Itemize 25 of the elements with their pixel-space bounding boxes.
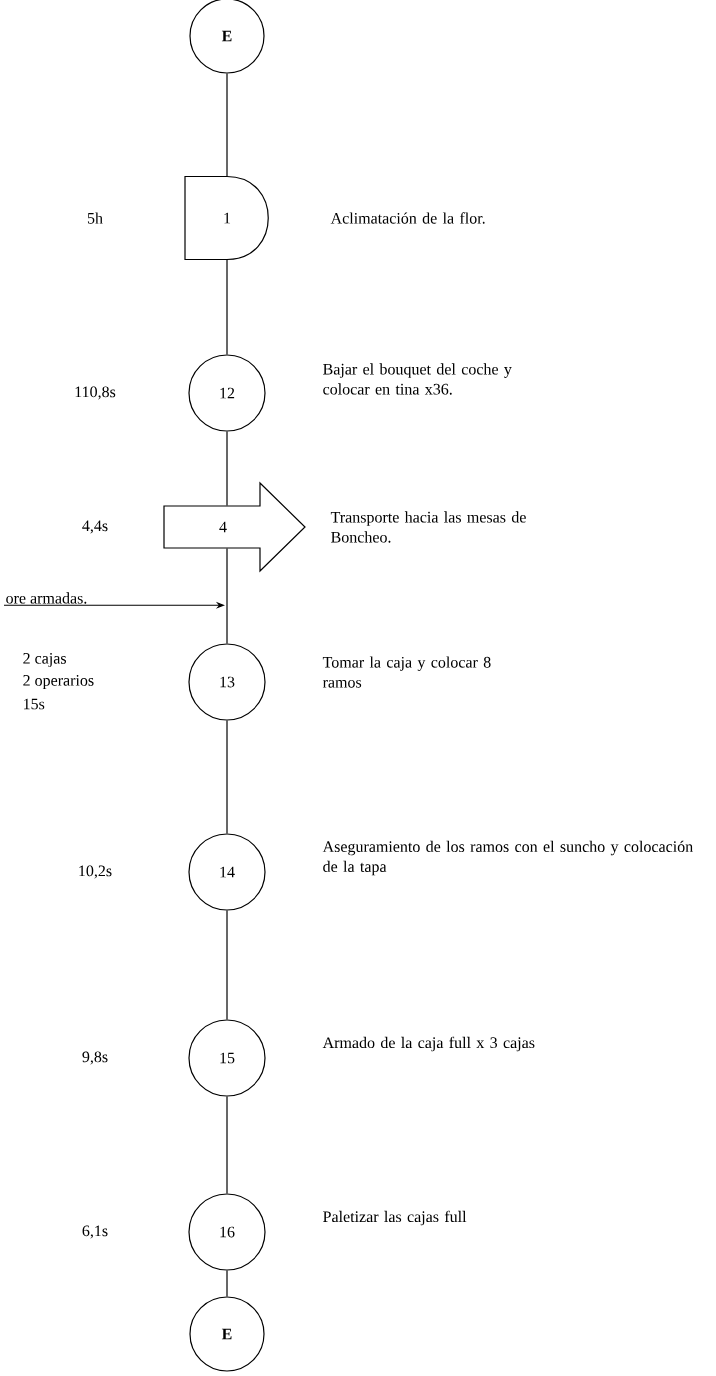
note-text: 15s [24,698,45,710]
step-description: Aclimatación de la flor. [330,212,485,224]
connector-line [226,1096,228,1194]
note-text: 2 operarios [23,675,94,689]
step-description: Armado de la caja full x 3 cajas [322,1036,535,1052]
step-description: Aseguramiento de los ramos con el suncho y colocación de la tapa [322,840,693,876]
connector-line [226,720,228,834]
step-description: Paletizar las cajas full [323,1210,467,1226]
note-text: 2 cajas [23,653,66,667]
time-label: 9,8s [82,1051,108,1065]
step-description: Tomar la caja y colocar 8 ramos [322,656,491,688]
connector-line [226,1270,228,1297]
time-label: 4,4s [82,520,108,534]
time-label: 6,1s [82,1225,108,1239]
connector-line [226,910,228,1020]
time-label: 110,8s [75,386,116,400]
step-description: Transporte hacia las mesas de Boncheo. [330,511,526,543]
connector-line [226,548,228,644]
connector-line [226,259,228,355]
note-text: ore armadas. [6,592,87,604]
connector-line [226,431,228,506]
time-label: 5h [87,212,103,224]
connector-line [226,73,228,177]
step-description: Bajar el bouquet del coche y colocar en tina x36. [323,363,512,395]
time-label: 10,2s [79,865,112,879]
